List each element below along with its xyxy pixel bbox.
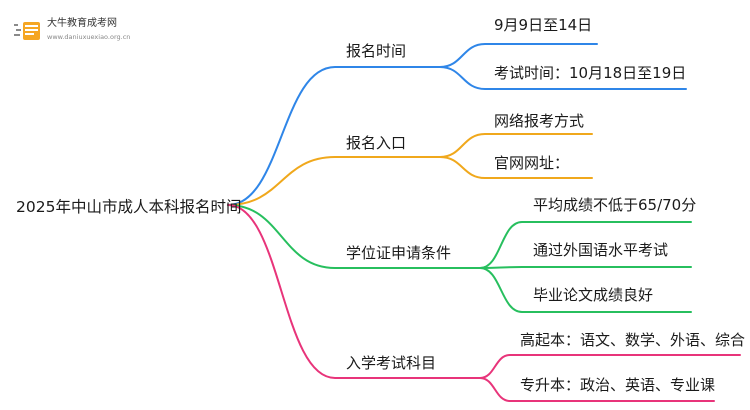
- book-logo-icon: [14, 22, 40, 40]
- leaf-gaoqiben-subjects[interactable]: 高起本：语文、数学、外语、综合: [520, 331, 746, 349]
- connector-b1c1: [439, 43, 598, 68]
- leaf-zhuanshengben-subjects[interactable]: 专升本：政治、英语、专业课: [520, 376, 716, 394]
- connector-b2c1: [439, 133, 593, 158]
- connector-b3c2: [479, 266, 692, 269]
- branch-label-signup-time[interactable]: 报名时间: [346, 42, 407, 60]
- leaf-exam-dates[interactable]: 考试时间：10月18日至19日: [494, 64, 687, 82]
- connector-b3c3: [479, 267, 692, 313]
- connector-b4: [227, 204, 481, 379]
- leaf-signup-dates[interactable]: 9月9日至14日: [494, 16, 593, 34]
- root-topic[interactable]: 2025年中山市成人本科报名时间: [16, 198, 242, 216]
- branch-label-exam-subjects[interactable]: 入学考试科目: [346, 354, 437, 372]
- connector-b1: [227, 66, 441, 206]
- leaf-foreign-language[interactable]: 通过外国语水平考试: [533, 241, 669, 259]
- connector-b3: [227, 204, 481, 269]
- leaf-average-score[interactable]: 平均成绩不低于65/70分: [533, 196, 697, 214]
- leaf-online-signup[interactable]: 网络报考方式: [494, 112, 585, 130]
- connector-b4c1: [479, 354, 741, 379]
- logo-url: www.daniuxuexiao.org.cn: [47, 33, 131, 41]
- connector-b3c1: [479, 221, 692, 269]
- leaf-thesis-grade[interactable]: 毕业论文成绩良好: [533, 286, 654, 304]
- site-logo: 大牛教育成考网 www.daniuxuexiao.org.cn: [14, 16, 144, 48]
- connector-b2c2: [439, 156, 593, 179]
- connector-b2: [227, 156, 441, 206]
- logo-title: 大牛教育成考网: [47, 18, 117, 29]
- branch-label-signup-entry[interactable]: 报名入口: [346, 134, 407, 152]
- leaf-official-website[interactable]: 官网网址：: [494, 154, 570, 172]
- connector-b1c2: [439, 66, 687, 90]
- connector-b4c2: [479, 377, 715, 402]
- branch-label-degree-conditions[interactable]: 学位证申请条件: [346, 244, 452, 262]
